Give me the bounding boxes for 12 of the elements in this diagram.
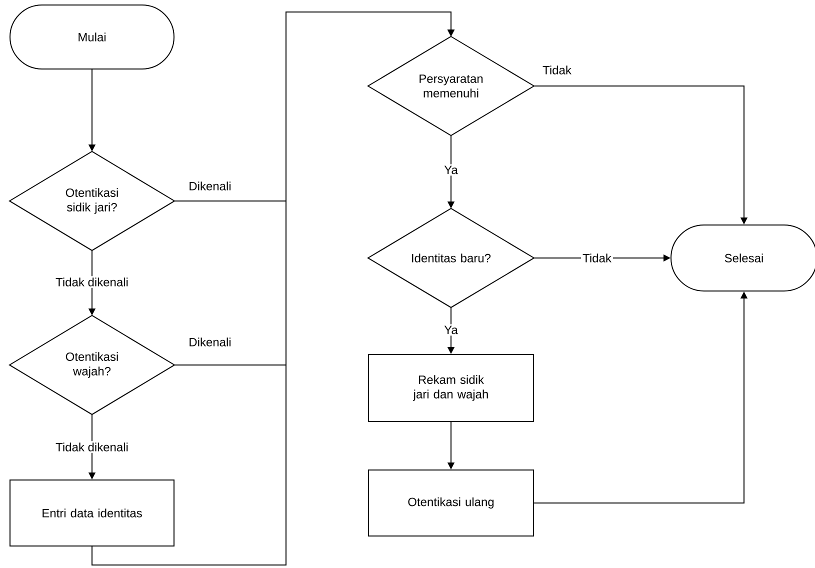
edge-label: Tidak: [581, 252, 613, 264]
edge-label: Dikenali: [190, 338, 231, 346]
arrow: [92, 12, 455, 566]
process-box: Otentikasi ulang: [368, 469, 534, 536]
process-box: Rekam sidik jari dan wajah: [368, 354, 534, 422]
process-box: Entri data identitas: [10, 479, 174, 546]
edge-label: Tidak: [542, 66, 572, 74]
edge-label: Ya: [442, 164, 460, 176]
edge-label: Tidak dikenali: [54, 276, 130, 288]
edge-label: Tidak dikenali: [54, 441, 130, 453]
edge-label: Dikenali: [190, 182, 231, 190]
edge-label: Ya: [442, 324, 460, 336]
